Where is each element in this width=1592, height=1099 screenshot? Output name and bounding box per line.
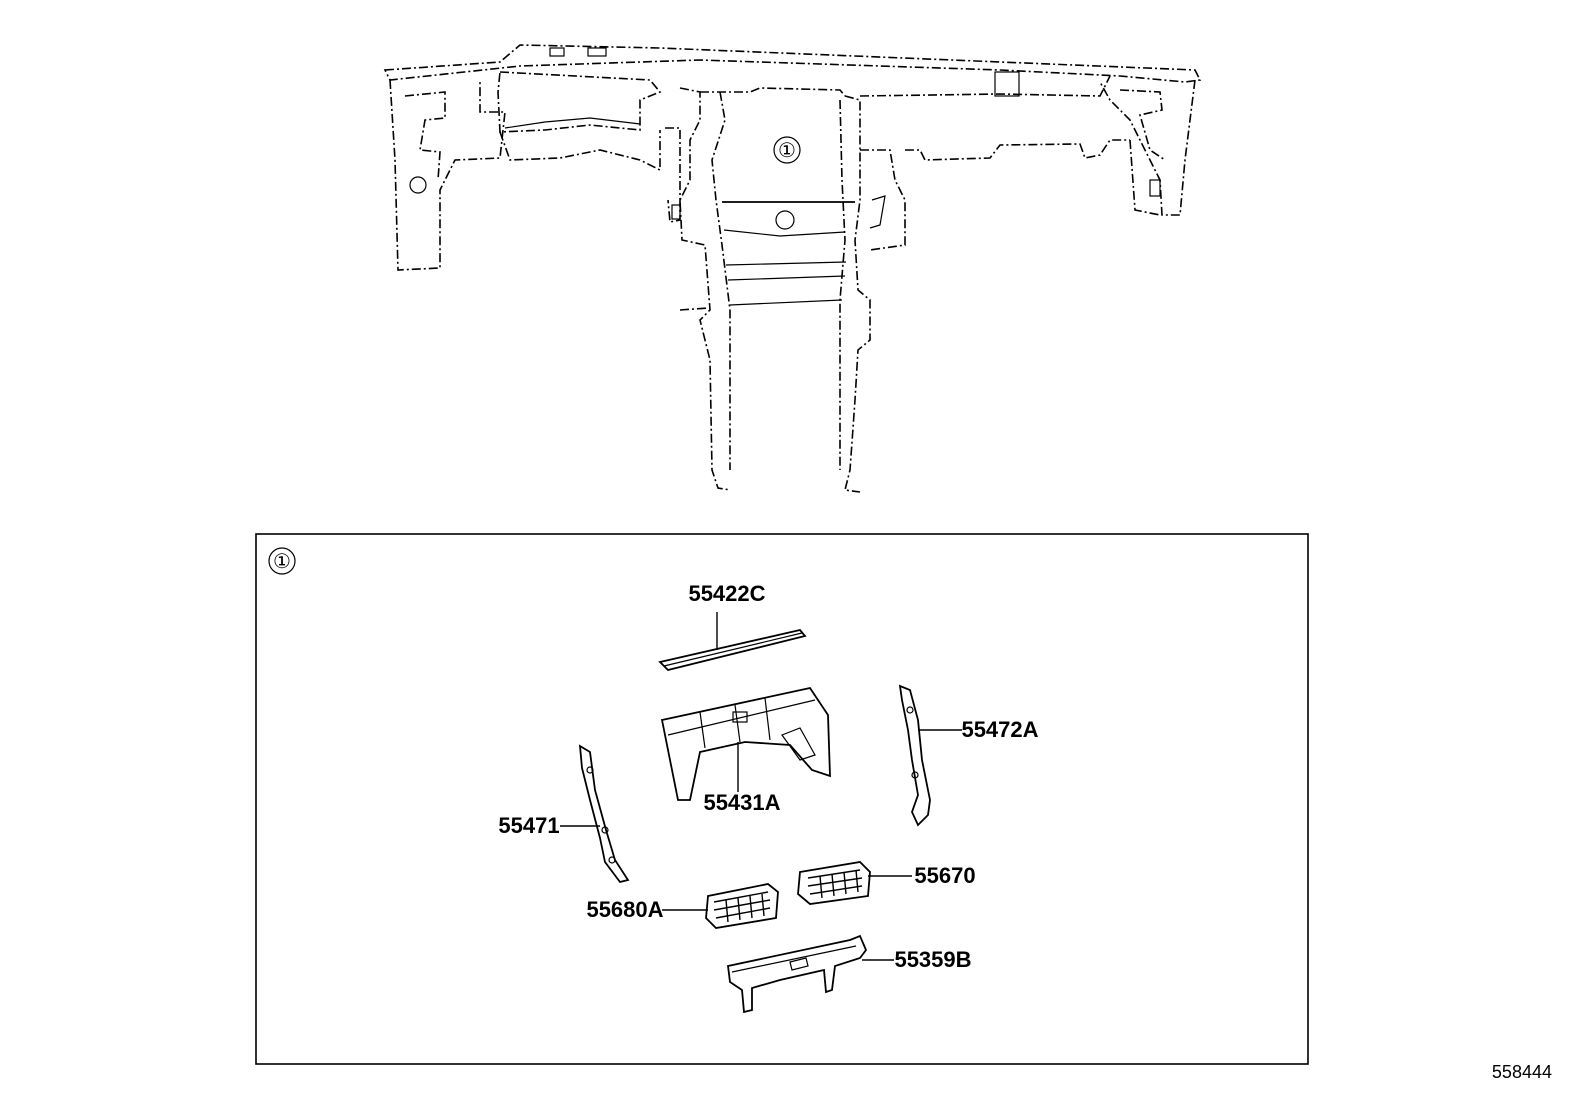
part-55422c[interactable]: 55422C [658, 581, 807, 671]
part-55670-slats [819, 869, 859, 899]
center-stack-right-inner [839, 99, 846, 470]
part-55670-shape [797, 861, 871, 905]
part-55431a-divider-1 [699, 711, 706, 749]
part-55670-grille-1 [807, 869, 861, 879]
part-55431a[interactable]: 55431A [660, 686, 831, 815]
detail-box-frame [255, 533, 1309, 1065]
part-55359b[interactable]: 55359B [727, 934, 972, 1014]
part-55472a[interactable]: 55472A [898, 684, 1039, 827]
part-55670-grille-3 [809, 885, 863, 895]
center-right-bracket [860, 149, 906, 251]
center-stack-lower-panel [729, 299, 843, 306]
dash-right-upper [859, 75, 1111, 97]
part-55472a-hole-1 [906, 706, 914, 714]
center-left-tab [679, 307, 709, 311]
right-end-clip [1149, 179, 1161, 197]
part-55680a-slats [725, 893, 765, 923]
dash-right-inner [1119, 89, 1166, 161]
dash-right-lower [905, 139, 1130, 161]
dash-right-end [1129, 139, 1161, 216]
dash-right-wing [1099, 79, 1196, 216]
center-stack-upper-bezel-lower [723, 229, 846, 237]
right-upper-sensor [994, 71, 1020, 97]
part-55471-hole-3 [608, 856, 616, 864]
dash-top-edge [383, 44, 1202, 83]
dash-left-inner [404, 91, 446, 181]
part-55471-label[interactable]: 55471 [498, 813, 559, 838]
part-55422c-label[interactable]: 55422C [688, 581, 765, 606]
dash-left-upper-recess [497, 71, 662, 133]
part-55680a-grille-2 [713, 899, 771, 911]
center-stack-mid-panel-lower [727, 275, 846, 281]
left-vent-hole [409, 176, 427, 194]
part-55472a-hole-2 [911, 771, 919, 779]
part-55359b-shape [727, 934, 868, 1014]
part-55680a-grille-1 [713, 891, 769, 903]
center-stack-right-rail [844, 95, 871, 493]
part-55422c-edge [663, 632, 803, 667]
part-55670-grille-2 [807, 877, 863, 887]
part-55359b-top-edge [731, 945, 857, 973]
center-right-bracket-detail [869, 195, 886, 229]
overview-callout[interactable]: ① [773, 136, 801, 164]
part-55431a-center-clip [732, 711, 748, 723]
overview-callout-circle [773, 136, 801, 164]
detail-box-callout: ① [268, 547, 296, 575]
part-55431a-divider-3 [764, 697, 771, 741]
center-left-bracket [665, 127, 681, 223]
dash-left-lower [499, 130, 661, 172]
part-55471-shape [578, 744, 630, 884]
part-55359b-label[interactable]: 55359B [894, 947, 971, 972]
part-55431a-top-face [667, 699, 816, 736]
part-55471-hole-1 [586, 766, 594, 774]
center-stack-mid-panel [725, 261, 847, 266]
part-55472a-label[interactable]: 55472A [961, 717, 1038, 742]
left-defroster-slot-1 [549, 47, 565, 57]
part-55471-hole-2 [601, 826, 609, 834]
part-55680a-grille-3 [715, 907, 771, 919]
part-55431a-shape [660, 686, 831, 801]
left-defroster-slot-2 [587, 47, 607, 57]
part-55431a-label[interactable]: 55431A [703, 790, 780, 815]
part-55670[interactable]: 55670 [797, 861, 976, 905]
detail-callout-circle [268, 547, 296, 575]
part-55359b-detail [789, 957, 809, 971]
center-stack-left-inner [711, 91, 731, 470]
center-stack-left-rail [679, 87, 731, 491]
part-55680a-label[interactable]: 55680A [586, 897, 663, 922]
detail-callout-number: ① [273, 549, 291, 573]
part-55471[interactable]: 55471 [498, 744, 630, 884]
instrument-panel-overview [383, 44, 1202, 493]
part-55431a-divider-2 [734, 704, 741, 743]
center-stack-knob [775, 210, 795, 230]
center-left-clip [671, 204, 681, 220]
center-stack-top [700, 87, 846, 97]
part-55472a-shape [898, 684, 931, 827]
dash-left-wing [389, 79, 506, 271]
overview-callout-number: ① [778, 138, 796, 162]
part-55670-label[interactable]: 55670 [914, 863, 975, 888]
dash-left-recess-inner-line [504, 117, 641, 129]
part-55431a-bracket [781, 727, 816, 761]
part-55680a[interactable]: 55680A [586, 883, 779, 929]
part-55680a-shape [705, 883, 779, 929]
illustration-number: 558444 [1492, 1062, 1552, 1082]
